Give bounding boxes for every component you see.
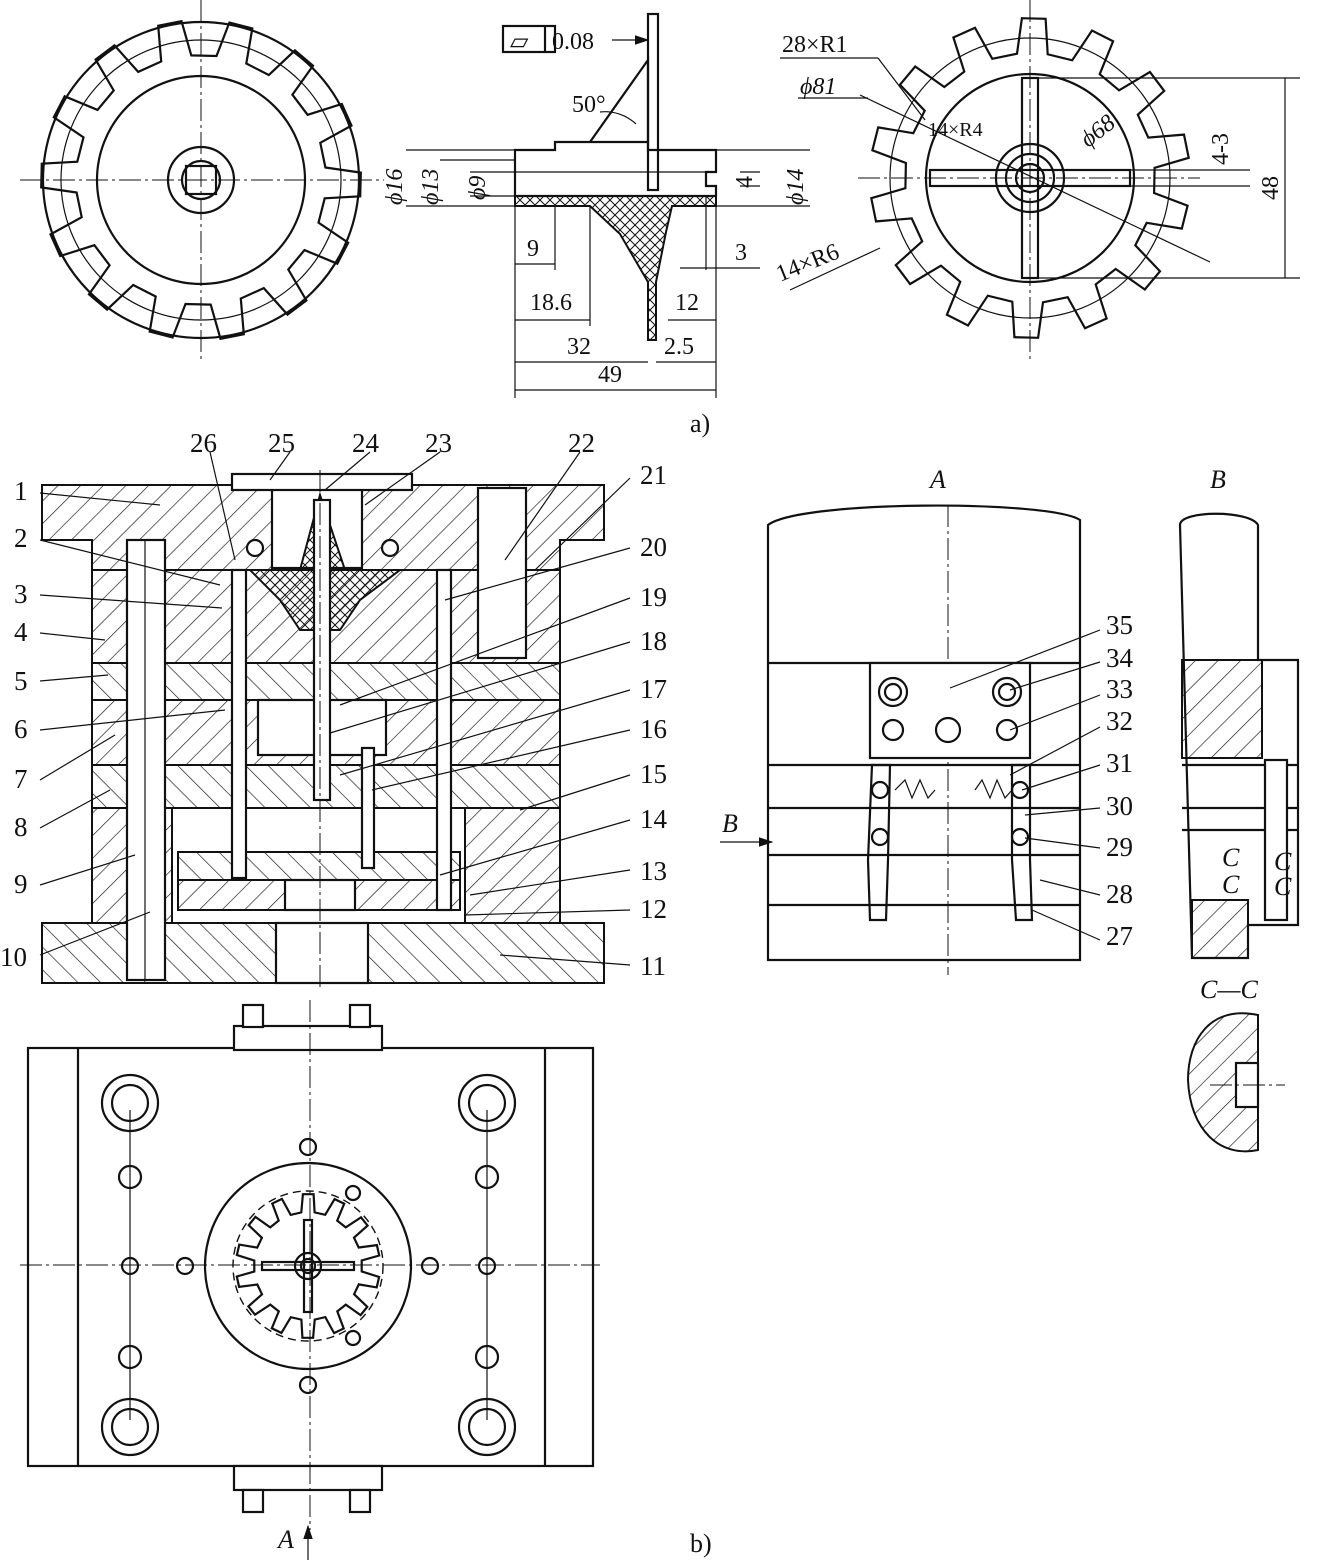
view-a: A B — [720, 465, 1101, 975]
callout-5: 5 — [14, 666, 28, 696]
callout-33: 33 — [1106, 674, 1133, 704]
flatness-symbol: ▱ — [510, 29, 529, 55]
callout-3: 3 — [14, 579, 28, 609]
callout-21: 21 — [640, 460, 667, 490]
mold-plan-view: A b) — [20, 1000, 712, 1560]
dim-w12: 12 — [675, 290, 699, 316]
callout-28: 28 — [1106, 879, 1133, 909]
dim-w18-6: 18.6 — [530, 290, 572, 316]
callout-4: 4 — [14, 617, 28, 647]
dim-r14-4: 14×R4 — [928, 119, 983, 141]
section-title: C—C — [1200, 975, 1258, 1004]
callout-23: 23 — [425, 428, 452, 458]
dim-w49: 49 — [598, 362, 622, 388]
callout-12: 12 — [640, 894, 667, 924]
caption-b: b) — [690, 1529, 712, 1558]
callout-20: 20 — [640, 532, 667, 562]
dim-w32: 32 — [567, 334, 591, 360]
callout-6: 6 — [14, 714, 28, 744]
callout-11: 11 — [640, 951, 666, 981]
dim-h48: 48 — [1258, 176, 1284, 200]
view-a-label: A — [928, 465, 946, 494]
dim-r28: 28×R1 — [782, 32, 848, 58]
dim-r14-6: 14×R6 — [773, 239, 844, 288]
dim-d9: ϕ9 — [465, 176, 491, 200]
section-mark-4: C — [1274, 872, 1292, 901]
callout-2: 2 — [14, 523, 28, 553]
gear-teeth-outline-right — [870, 17, 1190, 339]
callout-10: 10 — [0, 942, 27, 972]
dim-d16: ϕ16 — [382, 169, 408, 205]
gear-front-view-right: 48 4-3 28×R1 ϕ81 14×R4 ϕ68 14×R6 — [773, 0, 1300, 360]
callout-26: 26 — [190, 428, 217, 458]
dim-w2-5: 2.5 — [664, 334, 694, 360]
dim-h4-3: 4-3 — [1208, 133, 1234, 165]
callout-8: 8 — [14, 812, 28, 842]
section-mark-2: C — [1222, 870, 1240, 899]
callout-15: 15 — [640, 759, 667, 789]
callout-25: 25 — [268, 428, 295, 458]
callout-7: 7 — [14, 764, 28, 794]
callout-30: 30 — [1106, 791, 1133, 821]
callout-18: 18 — [640, 626, 667, 656]
view-a-leaders — [949, 629, 1101, 941]
callout-14: 14 — [640, 804, 668, 834]
callout-31: 31 — [1106, 748, 1133, 778]
callout-34: 34 — [1106, 643, 1134, 673]
dim-d14: ϕ14 — [783, 169, 809, 205]
callout-13: 13 — [640, 856, 667, 886]
view-b-label: B — [1210, 465, 1226, 494]
callout-27: 27 — [1106, 921, 1133, 951]
callout-17: 17 — [640, 674, 667, 704]
angle-dim: 50° — [572, 92, 606, 118]
callout-22: 22 — [568, 428, 595, 458]
gear-teeth-outline — [40, 19, 362, 341]
caption-a: a) — [690, 409, 710, 438]
section-mark-3: C — [1274, 847, 1292, 876]
callout-32: 32 — [1106, 706, 1133, 736]
dim-h4: 4 — [732, 176, 758, 188]
callout-24: 24 — [352, 428, 380, 458]
callout-35: 35 — [1106, 610, 1133, 640]
view-b: B C C C C C—C — [1178, 465, 1300, 1153]
dim-d13: ϕ13 — [418, 169, 444, 205]
arrow-b-label: B — [722, 809, 738, 838]
part-section-view: ▱ 0.08 50° ϕ16 ϕ13 ϕ9 4 ϕ14 9 — [382, 12, 810, 438]
callout-9: 9 — [14, 869, 28, 899]
callout-leaders — [39, 451, 631, 966]
flatness-value: 0.08 — [552, 29, 594, 55]
gear-front-view-left — [20, 0, 384, 360]
dim-w9: 9 — [527, 236, 539, 262]
callout-19: 19 — [640, 582, 667, 612]
flatness-frame — [501, 24, 557, 54]
dim-w3: 3 — [735, 240, 747, 266]
section-mark-1: C — [1222, 843, 1240, 872]
callout-1: 1 — [14, 476, 28, 506]
arrow-a-label: A — [276, 1525, 294, 1554]
callout-16: 16 — [640, 714, 667, 744]
dim-d81: ϕ81 — [800, 74, 836, 100]
callout-29: 29 — [1106, 832, 1133, 862]
mold-section-view — [39, 451, 631, 990]
